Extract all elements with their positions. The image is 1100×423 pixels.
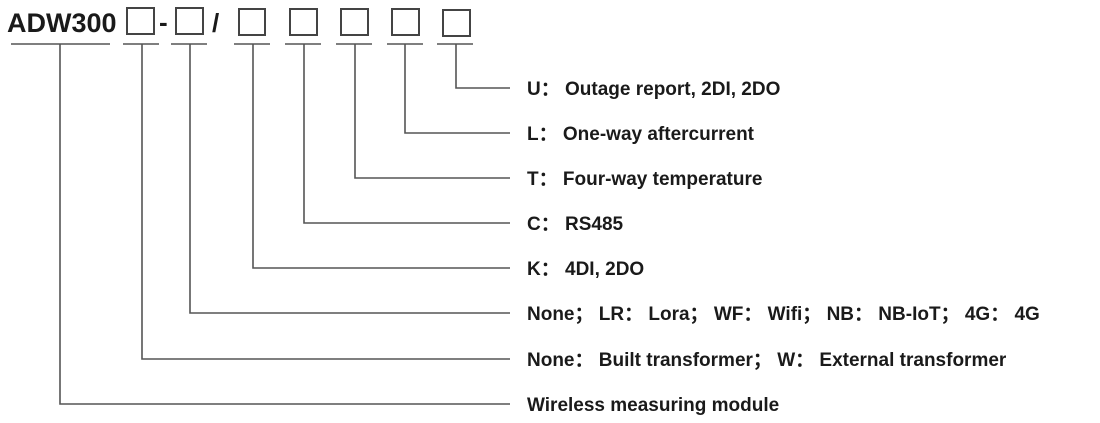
label-module: Wireless measuring module	[527, 395, 779, 416]
dash-separator: -	[159, 7, 168, 37]
label-k-io: K： 4DI, 2DO	[527, 259, 644, 280]
leader-k	[252, 44, 510, 269]
leader-c	[303, 44, 510, 224]
code-box-7	[442, 9, 471, 37]
code-box-3	[238, 8, 266, 36]
leader-module	[59, 44, 510, 405]
label-c-rs485: C： RS485	[527, 214, 624, 235]
code-box-5	[340, 8, 369, 36]
model-prefix: ADW300	[7, 8, 117, 38]
leader-transformer	[141, 44, 510, 360]
leader-t	[354, 44, 510, 179]
label-transformer: None： Built transformer； W： External tra…	[527, 350, 1007, 371]
leader-lines	[59, 44, 510, 405]
label-u-outage-report: U： Outage report, 2DI, 2DO	[527, 79, 780, 100]
code-box-2	[175, 7, 204, 35]
slash-separator: /	[212, 8, 219, 38]
code-box-4	[289, 8, 318, 36]
code-box-1	[126, 7, 155, 35]
code-box-6	[391, 8, 420, 36]
leader-u	[455, 44, 510, 89]
leader-comm	[189, 44, 510, 314]
label-t-temperature: T： Four-way temperature	[527, 169, 762, 190]
label-communication: None； LR： Lora； WF： Wifi； NB： NB-IoT； 4G…	[527, 304, 1040, 325]
label-l-aftercurrent: L： One-way aftercurrent	[527, 124, 755, 145]
leader-l	[404, 44, 510, 134]
